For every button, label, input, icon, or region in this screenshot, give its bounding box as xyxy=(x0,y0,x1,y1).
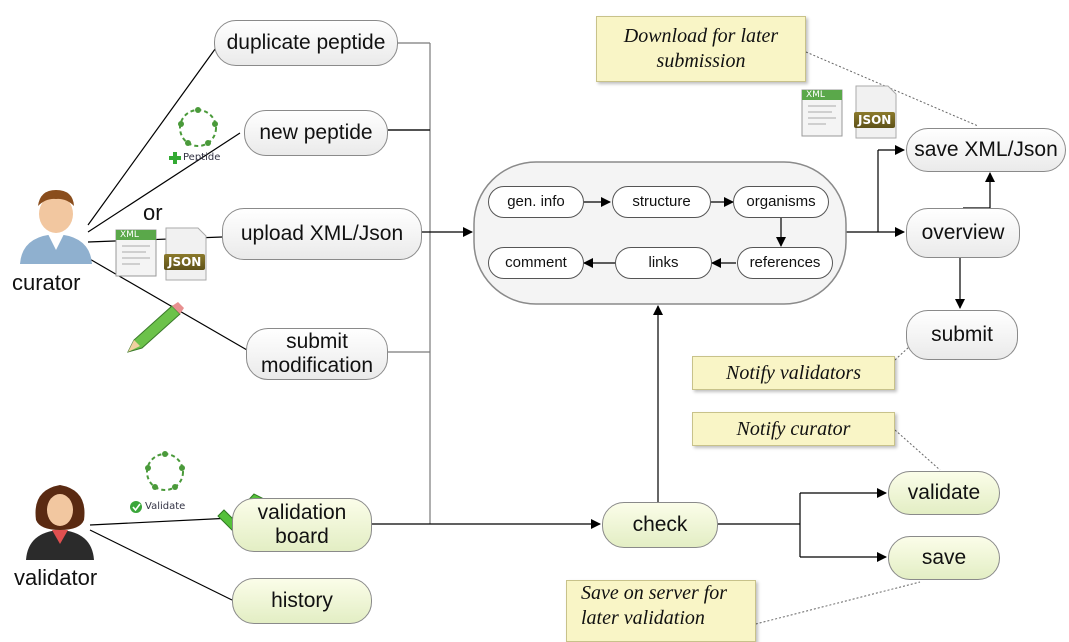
links-step[interactable]: links xyxy=(615,247,712,279)
submit-modification-node[interactable]: submit modification xyxy=(246,328,388,380)
download-note-line1: Download for later xyxy=(623,25,779,47)
submit-modification-line2: modification xyxy=(260,354,374,377)
history-node[interactable]: history xyxy=(232,578,372,624)
structure-step[interactable]: structure xyxy=(612,186,711,218)
plus-icon xyxy=(169,152,181,164)
notify-curator-note: Notify curator xyxy=(692,412,895,446)
overview-node[interactable]: overview xyxy=(906,208,1020,258)
xml-label: XML xyxy=(120,230,139,240)
save-server-note-line2: later validation xyxy=(581,607,705,629)
validator-person-icon xyxy=(26,485,94,560)
download-note-line2: submission xyxy=(656,50,746,72)
notify-validators-note: Notify validators xyxy=(692,356,895,390)
organisms-step[interactable]: organisms xyxy=(733,186,829,218)
curator-to-new-line xyxy=(87,132,241,233)
curator-label: curator xyxy=(12,270,81,295)
validation-board-line2: board xyxy=(275,525,329,548)
peptide-icon-label: Peptide xyxy=(183,152,221,163)
validate-node[interactable]: validate xyxy=(888,471,1000,515)
comment-step[interactable]: comment xyxy=(488,247,584,279)
submit-modification-line1: submit xyxy=(286,329,348,353)
save-server-note: Save on server for later validation xyxy=(566,580,756,642)
gen-info-step[interactable]: gen. info xyxy=(488,186,584,218)
xml-file-icon-top xyxy=(801,89,843,137)
check-node[interactable]: check xyxy=(602,502,718,548)
save-xml-json-node[interactable]: save XML/Json xyxy=(906,128,1066,172)
editor-container xyxy=(473,161,847,305)
curator-to-submit-mod-line xyxy=(87,257,248,351)
json-badge: JSON xyxy=(164,254,206,270)
or-label: or xyxy=(143,200,163,225)
duplicate-peptide-node[interactable]: duplicate peptide xyxy=(214,20,398,66)
submit-node[interactable]: submit xyxy=(906,310,1018,360)
validate-ring-icon xyxy=(146,453,184,491)
validate-check-icon xyxy=(130,501,142,513)
validate-icon-label: Validate xyxy=(145,501,186,512)
upload-xml-json-node[interactable]: upload XML/Json xyxy=(222,208,422,260)
json-badge-top: JSON xyxy=(854,112,896,128)
curator-person-icon xyxy=(20,190,92,264)
save-node[interactable]: save xyxy=(888,536,1000,580)
curator-to-duplicate-line xyxy=(87,44,219,226)
validator-label: validator xyxy=(14,565,98,590)
validation-board-line1: validation xyxy=(257,500,347,524)
validator-to-board-line xyxy=(89,517,233,526)
xml-file-icon xyxy=(115,229,157,277)
save-server-note-line1: Save on server for xyxy=(581,582,728,604)
validator-to-history-line xyxy=(89,529,233,601)
validation-board-node[interactable]: validation board xyxy=(232,498,372,552)
download-note: Download for later submission xyxy=(596,16,806,82)
references-step[interactable]: references xyxy=(737,247,833,279)
xml-label-top: XML xyxy=(806,90,825,100)
pencil-icon xyxy=(127,302,184,353)
new-peptide-node[interactable]: new peptide xyxy=(244,110,388,156)
peptide-ring-icon xyxy=(179,109,217,147)
